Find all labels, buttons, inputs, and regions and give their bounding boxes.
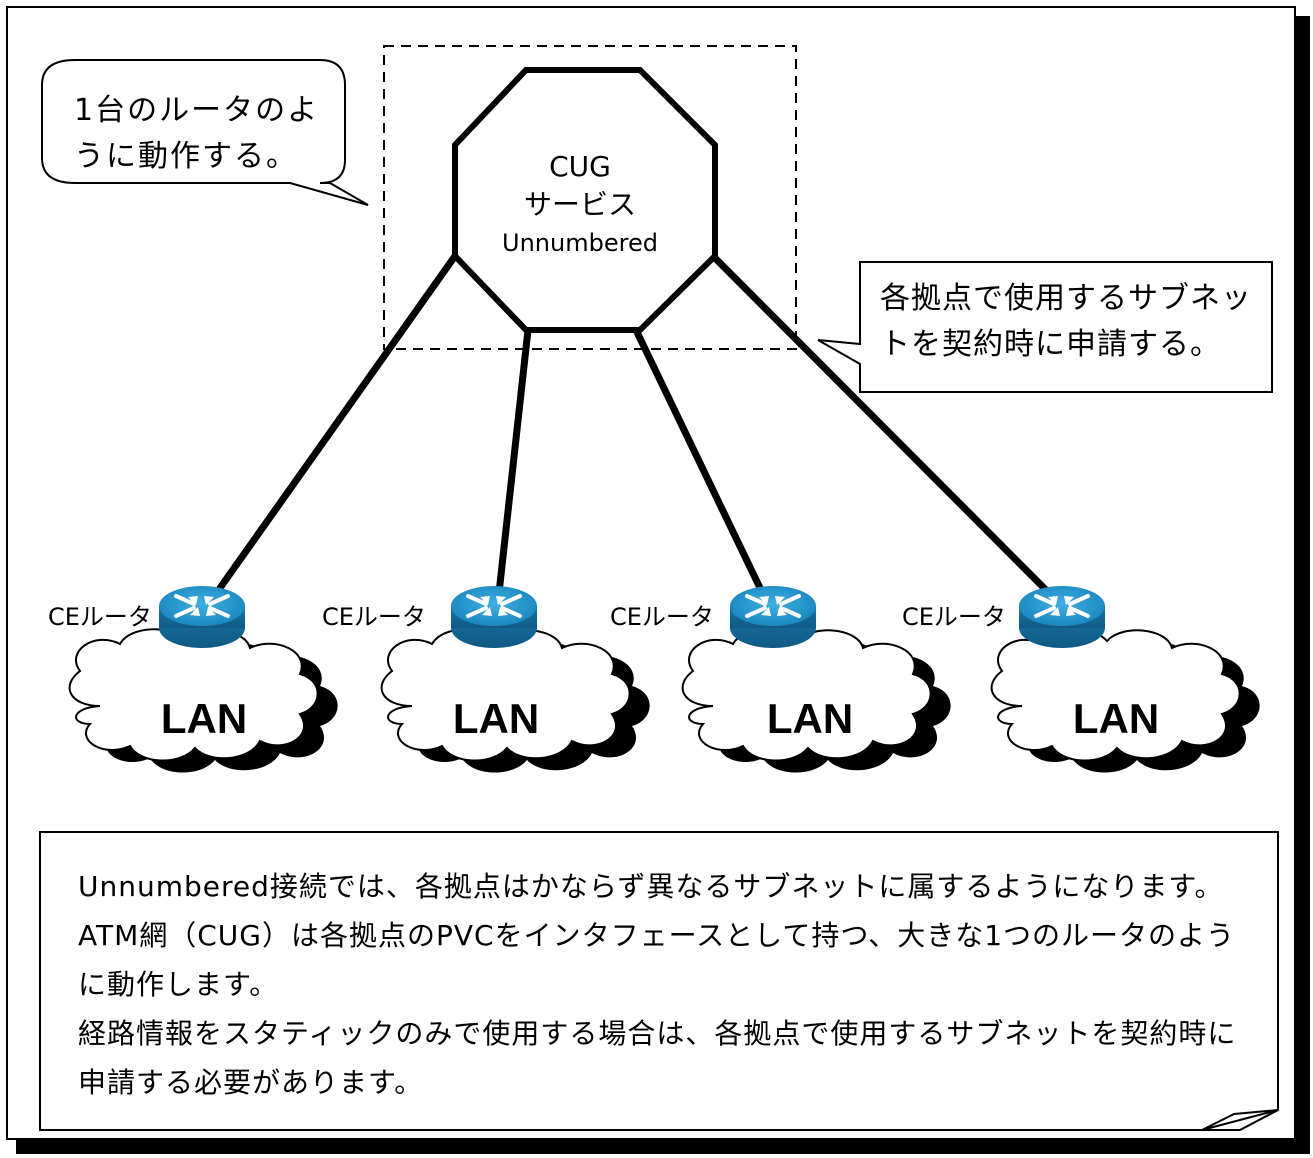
router-label: CEルータ (902, 603, 1006, 631)
lan-label: LAN (1072, 695, 1160, 742)
cug-mode: Unnumbered (502, 229, 658, 257)
note-fold (1201, 1109, 1279, 1131)
note-box (39, 831, 1279, 1131)
note-line: Unnumbered接続では、各拠点はかならず異なるサブネットに属するようになり… (78, 870, 1224, 903)
router-icon (449, 584, 539, 650)
callout-subnet-application: 各拠点で使用するサブネットを契約時に申請する。 (880, 281, 1252, 362)
router-label: CEルータ (322, 603, 426, 631)
cug-title: CUG (549, 150, 611, 183)
router-icon (157, 584, 247, 650)
link-site-1 (216, 252, 459, 592)
cug-service-label: CUG サービス Unnumbered (480, 148, 680, 262)
router-icon (1017, 584, 1107, 650)
connection-lines (216, 252, 1050, 597)
callout-router-behavior: 1台のルータのように動作する。 (74, 93, 320, 174)
cug-service-octagon (452, 67, 718, 333)
callout-left (41, 59, 369, 206)
router-icon (728, 584, 818, 650)
note-line: ATM網（CUG）は各拠点のPVCをインタフェースとして持つ、大きな1つのルータ… (78, 919, 1236, 1001)
note-text: Unnumbered接続では、各拠点はかならず異なるサブネットに属するようになり… (78, 862, 1258, 1107)
lan-label: LAN (452, 695, 540, 742)
callout-right (817, 261, 1273, 393)
note-line: 経路情報をスタティックのみで使用する場合は、各拠点で使用するサブネットを契約時に… (78, 1017, 1237, 1099)
link-site-3 (632, 326, 765, 594)
cug-service-name: サービス (523, 188, 636, 221)
router-label: CEルータ (610, 603, 714, 631)
lan-label: LAN (766, 695, 854, 742)
link-site-2 (495, 326, 532, 597)
cug-boundary (383, 45, 797, 350)
link-site-4 (709, 252, 1050, 594)
router-label: CEルータ (48, 603, 152, 631)
lan-label: LAN (160, 695, 248, 742)
